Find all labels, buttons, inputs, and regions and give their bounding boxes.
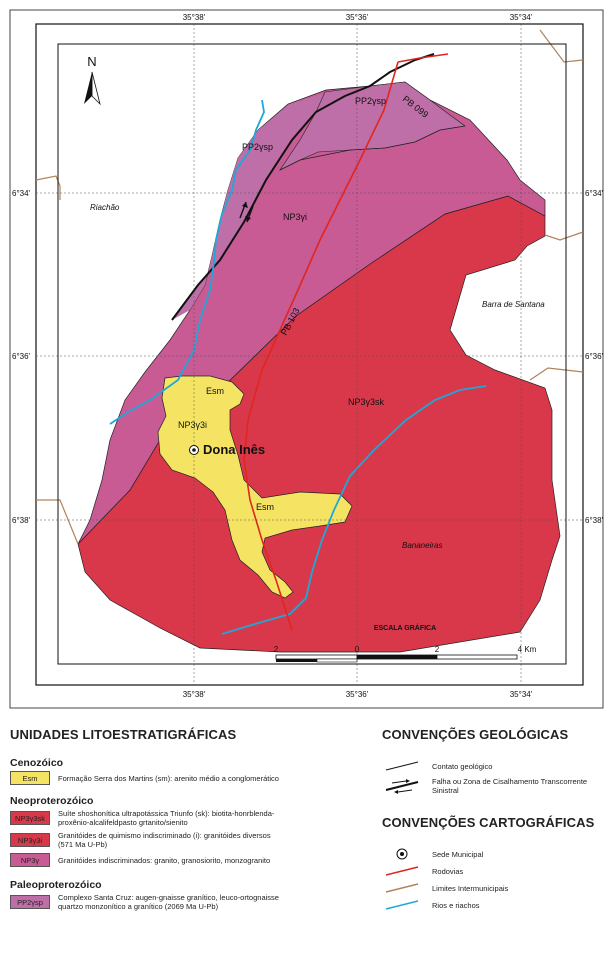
scale-label-4: 4 Km — [518, 645, 537, 654]
scale-label-3: 2 — [435, 645, 440, 654]
legend-row-esm: Esm Formação Serra dos Martins (sm): are… — [10, 771, 279, 785]
river-south — [221, 385, 487, 635]
shear-zone-line — [171, 53, 435, 321]
geologic-map: 35°38' 35°36' 35°34' 35°38' 35°36' 35°34… — [9, 9, 604, 709]
coord-bottom-2: 35°36' — [346, 690, 369, 699]
conv-row-sede: Sede Municipal — [382, 847, 483, 861]
coord-right-2: 6°36' — [585, 352, 604, 361]
desc-pp-line2: quartzo monzonítico a granítico (2069 Ma… — [58, 902, 219, 911]
scale-bar — [275, 654, 518, 663]
inner-frame — [57, 43, 567, 665]
era-cenozoico: Cenozóico — [10, 757, 64, 769]
desc-esm: Formação Serra dos Martins (sm): arenito… — [58, 773, 279, 783]
scale-label-1: 2 — [274, 645, 279, 654]
conv-row-contato: Contato geológico — [382, 759, 492, 773]
river-north — [109, 99, 265, 425]
units-title: UNIDADES LITOESTRATIGRÁFICAS — [10, 727, 237, 742]
road-line-icon — [382, 864, 422, 878]
coord-top-1: 35°38' — [183, 13, 206, 22]
municipal-limit-icon — [382, 881, 422, 895]
conv-rios: Rios e riachos — [432, 900, 480, 910]
desc-y: Granitóides indiscriminados: granito, gr… — [58, 855, 271, 865]
legend: UNIDADES LITOESTRATIGRÁFICAS Cenozóico E… — [0, 715, 613, 955]
scale-label-2: 0 — [355, 645, 360, 654]
coord-left-3: 6°38' — [12, 516, 31, 525]
municipal-limits — [35, 29, 584, 545]
era-neoproterozoico: Neoproterozóico — [10, 795, 94, 807]
place-barra: Barra de Santana — [482, 300, 545, 309]
scale-title: ESCALA GRÁFICA — [374, 623, 436, 632]
place-dona-ines: Dona Inês — [203, 442, 265, 457]
conv-row-falha: Falha ou Zona de Cisalhamento Transcorre… — [382, 777, 587, 795]
municipal-seat-icon — [189, 445, 199, 455]
conv-falha-line1: Falha ou Zona de Cisalhamento Transcorre… — [432, 777, 588, 786]
label-esm-1: Esm — [206, 386, 224, 396]
conv-rodovias: Rodovias — [432, 866, 464, 876]
label-pp2-left: PP2γsp — [242, 142, 273, 152]
coord-left-2: 6°36' — [12, 352, 31, 361]
graticule — [36, 24, 583, 685]
swatch-esm: Esm — [10, 771, 50, 785]
desc-sk: Suíte shoshonítica ultrapotássica Triunf… — [58, 809, 274, 827]
label-np3y3sk: NP3γ3sk — [348, 397, 385, 407]
road-pb099 — [397, 53, 449, 63]
label-np3y: NP3γi — [283, 212, 307, 222]
carto-conv-title: CONVENÇÕES CARTOGRÁFICAS — [382, 815, 595, 830]
road-pb103 — [243, 61, 399, 631]
label-pp2-top: PP2γsp — [355, 96, 386, 106]
coord-top-2: 35°36' — [346, 13, 369, 22]
place-riachao: Riachão — [90, 203, 120, 212]
conv-sede: Sede Municipal — [432, 849, 484, 859]
conv-contato: Contato geológico — [432, 761, 493, 771]
era-paleoproterozoico: Paleoproterozóico — [10, 879, 102, 891]
contact-line-icon — [382, 759, 422, 773]
coord-left-1: 6°34' — [12, 189, 31, 198]
label-esm-2: Esm — [256, 502, 274, 512]
north-arrow-icon — [84, 71, 101, 106]
unit-pp2-west-area — [172, 86, 370, 320]
river-line-icon — [382, 898, 422, 912]
conv-falha-line2: Sinistral — [432, 786, 459, 795]
conv-row-rios: Rios e riachos — [382, 898, 480, 912]
legend-row-i: NP3γ3i Granitóides de quimismo indiscrim… — [10, 831, 271, 849]
coord-bottom-3: 35°34' — [510, 690, 533, 699]
north-label: N — [87, 54, 96, 69]
coord-right-1: 6°34' — [585, 189, 604, 198]
swatch-sk: NP3γ3sk — [10, 811, 50, 825]
swatch-i: NP3γ3i — [10, 833, 50, 847]
geo-conv-title: CONVENÇÕES GEOLÓGICAS — [382, 727, 569, 742]
conv-row-limites: Limites Intermunicipais — [382, 881, 508, 895]
desc-i-line1: Granitóides de quimismo indiscriminado (… — [58, 831, 271, 840]
coord-right-3: 6°38' — [585, 516, 604, 525]
legend-row-pp: PP2γsp Complexo Santa Cruz: augen-gnaiss… — [10, 893, 279, 911]
desc-i: Granitóides de quimismo indiscriminado (… — [58, 831, 271, 849]
desc-sk-line2: proxênio-alcalifeldpasto grtanito/sienit… — [58, 818, 188, 827]
swatch-pp: PP2γsp — [10, 895, 50, 909]
legend-row-y: NP3γ Granitóides indiscriminados: granit… — [10, 853, 270, 867]
coord-top-3: 35°34' — [510, 13, 533, 22]
contact-line — [279, 125, 466, 171]
swatch-y: NP3γ — [10, 853, 50, 867]
conv-limites: Limites Intermunicipais — [432, 883, 509, 893]
desc-sk-line1: Suíte shoshonítica ultrapotássica Triunf… — [58, 809, 275, 818]
label-np3y3i: NP3γ3i — [178, 420, 207, 430]
shear-fault-icon — [382, 779, 422, 794]
shear-arrows — [239, 201, 254, 223]
coord-bottom-1: 35°38' — [183, 690, 206, 699]
legend-row-sk: NP3γ3sk Suíte shoshonítica ultrapotássic… — [10, 809, 274, 827]
conv-row-rodovias: Rodovias — [382, 864, 463, 878]
municipal-seat-legend-icon — [382, 847, 422, 861]
place-bananeiras: Bananeiras — [402, 541, 442, 550]
conv-falha: Falha ou Zona de Cisalhamento Transcorre… — [432, 777, 587, 795]
desc-pp: Complexo Santa Cruz: augen-gnaisse graní… — [58, 893, 279, 911]
desc-pp-line1: Complexo Santa Cruz: augen-gnaisse graní… — [58, 893, 279, 902]
desc-i-line2: (571 Ma U-Pb) — [58, 840, 108, 849]
